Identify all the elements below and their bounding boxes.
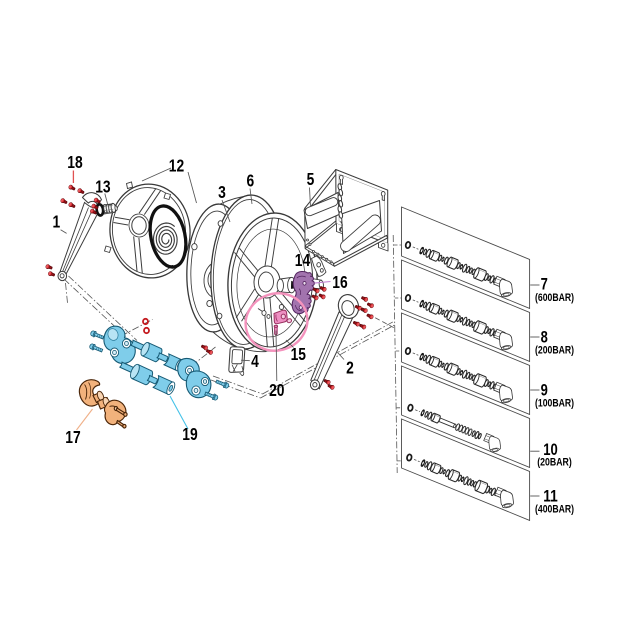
svg-text:19: 19 [182,424,198,444]
svg-text:6: 6 [246,170,254,190]
svg-text:8: 8 [541,328,548,346]
svg-text:14: 14 [295,250,311,270]
svg-text:2: 2 [346,358,354,378]
svg-text:7: 7 [541,275,548,293]
svg-text:9: 9 [541,381,548,399]
svg-text:13: 13 [95,176,111,196]
svg-text:(200BAR): (200BAR) [535,345,574,357]
svg-text:16: 16 [332,272,348,292]
svg-text:17: 17 [65,427,80,447]
svg-text:(600BAR): (600BAR) [535,292,574,304]
svg-text:10: 10 [543,441,558,459]
svg-text:(100BAR): (100BAR) [535,398,574,410]
svg-text:1: 1 [52,211,60,231]
svg-text:5: 5 [307,169,315,189]
svg-text:11: 11 [543,487,558,505]
svg-text:4: 4 [251,351,259,371]
svg-text:(400BAR): (400BAR) [535,504,574,516]
svg-text:12: 12 [169,156,185,176]
svg-text:18: 18 [67,152,83,172]
svg-text:15: 15 [291,344,307,364]
svg-text:20: 20 [269,380,285,400]
svg-text:(20BAR): (20BAR) [537,456,572,468]
svg-text:3: 3 [218,182,226,202]
